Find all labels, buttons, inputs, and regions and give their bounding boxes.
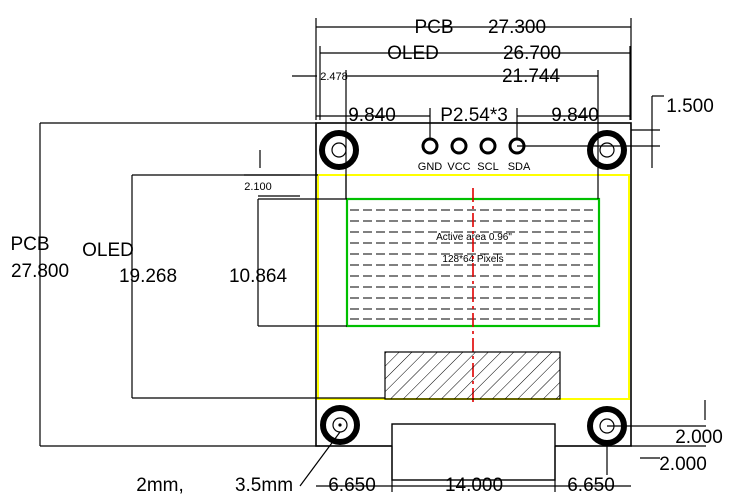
active-area-label: Active area 0.96" [436,232,512,243]
oled-width-dimension [319,46,631,120]
oled-width-label: OLED [387,43,439,64]
bottom-width-dimension [299,431,631,492]
active-height-value: 10.864 [229,266,288,287]
top-gap-value: 2.100 [244,181,272,193]
oled-height-value: 19.268 [119,266,177,287]
pin-sda-label: SDA [508,161,531,173]
right-offset-bottom-value: 6.650 [567,475,615,496]
center-width-value: 14.000 [445,475,503,496]
pcb-width-value: 27.300 [488,17,546,38]
pin-scl-label: SCL [477,161,498,173]
pin-pads [421,137,526,155]
mounting-hole-top-right [587,130,627,170]
pcb-height-value: 27.800 [11,261,69,282]
right-dim-a-value: 2.000 [675,427,723,448]
oled-height-label: OLED [82,240,134,261]
right-margin-value: 9.840 [551,105,599,126]
hole-offset-value: 1.500 [666,96,714,117]
pitch-value: P2.54*3 [440,105,508,126]
left-offset-value: 2.478 [320,71,348,83]
pcb-width-label: PCB [414,17,453,38]
hole-note-b: 3.5mm [235,475,293,496]
hole-offset-dimension [517,95,664,168]
flex-tab [391,423,556,481]
pixel-count-label: 128*64 Pixels [442,254,503,265]
top-gap-dimension [244,150,300,197]
pcb-height-label: PCB [10,234,49,255]
mounting-hole-bottom-left [320,405,360,445]
left-offset-bottom-value: 6.650 [328,475,376,496]
driver-ic-hatched [384,351,561,400]
pin-vcc-label: VCC [447,161,470,173]
pcb-width-dimension [315,18,632,120]
pin-spacing-dimension [316,108,631,139]
pcb-height-dimension [39,122,320,447]
pin-gnd-label: GND [418,161,443,173]
active-height-dimension [257,198,347,327]
hole-note-a: 2mm, [136,475,184,496]
mounting-hole-top-left [319,130,359,170]
oled-width-value: 26.700 [503,43,561,64]
active-width-value: 21.744 [502,66,561,87]
left-margin-value: 9.840 [348,105,396,126]
right-dim-b-value: 2.000 [659,454,707,475]
bottom-right-dimension [606,400,706,475]
